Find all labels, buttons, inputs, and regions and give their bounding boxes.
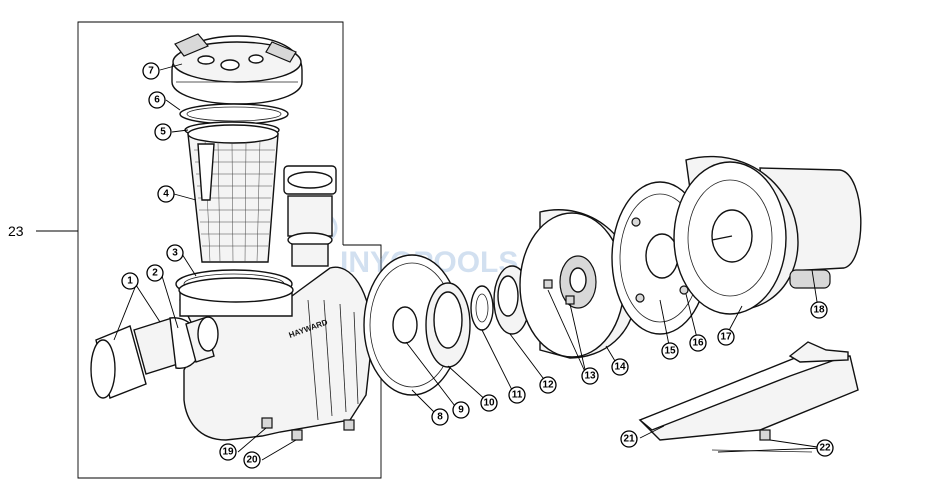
callout-15: 15	[661, 342, 679, 360]
strainer-housing: HAYWARD	[178, 266, 373, 441]
callout-2: 2	[146, 264, 164, 282]
callout-20: 20	[243, 451, 261, 469]
callout-13: 13	[581, 367, 599, 385]
discharge-union	[283, 165, 337, 267]
o-ring-small	[392, 306, 418, 344]
callout-6: 6	[148, 91, 166, 109]
motor-base	[638, 341, 859, 453]
callout-4: 4	[157, 185, 175, 203]
svg-text:20: 20	[246, 455, 258, 466]
svg-text:14: 14	[614, 362, 626, 373]
inlet-union	[90, 316, 219, 399]
drain-plugs	[261, 417, 355, 441]
callout-10: 10	[480, 394, 498, 412]
svg-text:6: 6	[154, 95, 160, 106]
mechanical-seal	[425, 282, 471, 368]
assembly-23-label: 23	[8, 223, 24, 239]
svg-text:7: 7	[148, 66, 154, 77]
svg-text:9: 9	[458, 405, 464, 416]
svg-text:16: 16	[692, 338, 704, 349]
callout-19: 19	[219, 443, 237, 461]
leader-lines	[113, 63, 825, 461]
callout-22: 22	[816, 439, 834, 457]
callout-21: 21	[620, 430, 638, 448]
svg-text:2: 2	[152, 268, 158, 279]
svg-text:13: 13	[584, 371, 596, 382]
callout-16: 16	[689, 334, 707, 352]
callout-9: 9	[452, 401, 470, 419]
svg-text:5: 5	[160, 127, 166, 138]
strainer-basket	[187, 124, 279, 263]
callout-8: 8	[431, 408, 449, 426]
svg-text:18: 18	[813, 305, 825, 316]
svg-text:10: 10	[483, 398, 495, 409]
callout-3: 3	[166, 244, 184, 262]
strainer-housing-assembly-bracket: 23	[8, 21, 382, 479]
callout-1: 1	[121, 272, 139, 290]
svg-text:15: 15	[664, 346, 676, 357]
svg-text:22: 22	[819, 443, 831, 454]
svg-text:12: 12	[542, 380, 554, 391]
svg-text:3: 3	[172, 248, 178, 259]
svg-text:8: 8	[437, 412, 443, 423]
callout-11: 11	[508, 386, 526, 404]
callout-12: 12	[539, 376, 557, 394]
strainer-cover	[171, 33, 303, 105]
svg-text:1: 1	[127, 276, 133, 287]
impeller-ring	[470, 285, 494, 331]
svg-text:17: 17	[720, 332, 732, 343]
svg-text:21: 21	[623, 434, 635, 445]
callout-17: 17	[717, 328, 735, 346]
callout-7: 7	[142, 62, 160, 80]
svg-text:4: 4	[163, 189, 169, 200]
svg-text:19: 19	[222, 447, 234, 458]
svg-text:11: 11	[512, 390, 523, 401]
callout-18: 18	[810, 301, 828, 319]
callout-5: 5	[154, 123, 172, 141]
motor	[673, 155, 862, 315]
diffuser	[519, 209, 637, 359]
callout-14: 14	[611, 358, 629, 376]
